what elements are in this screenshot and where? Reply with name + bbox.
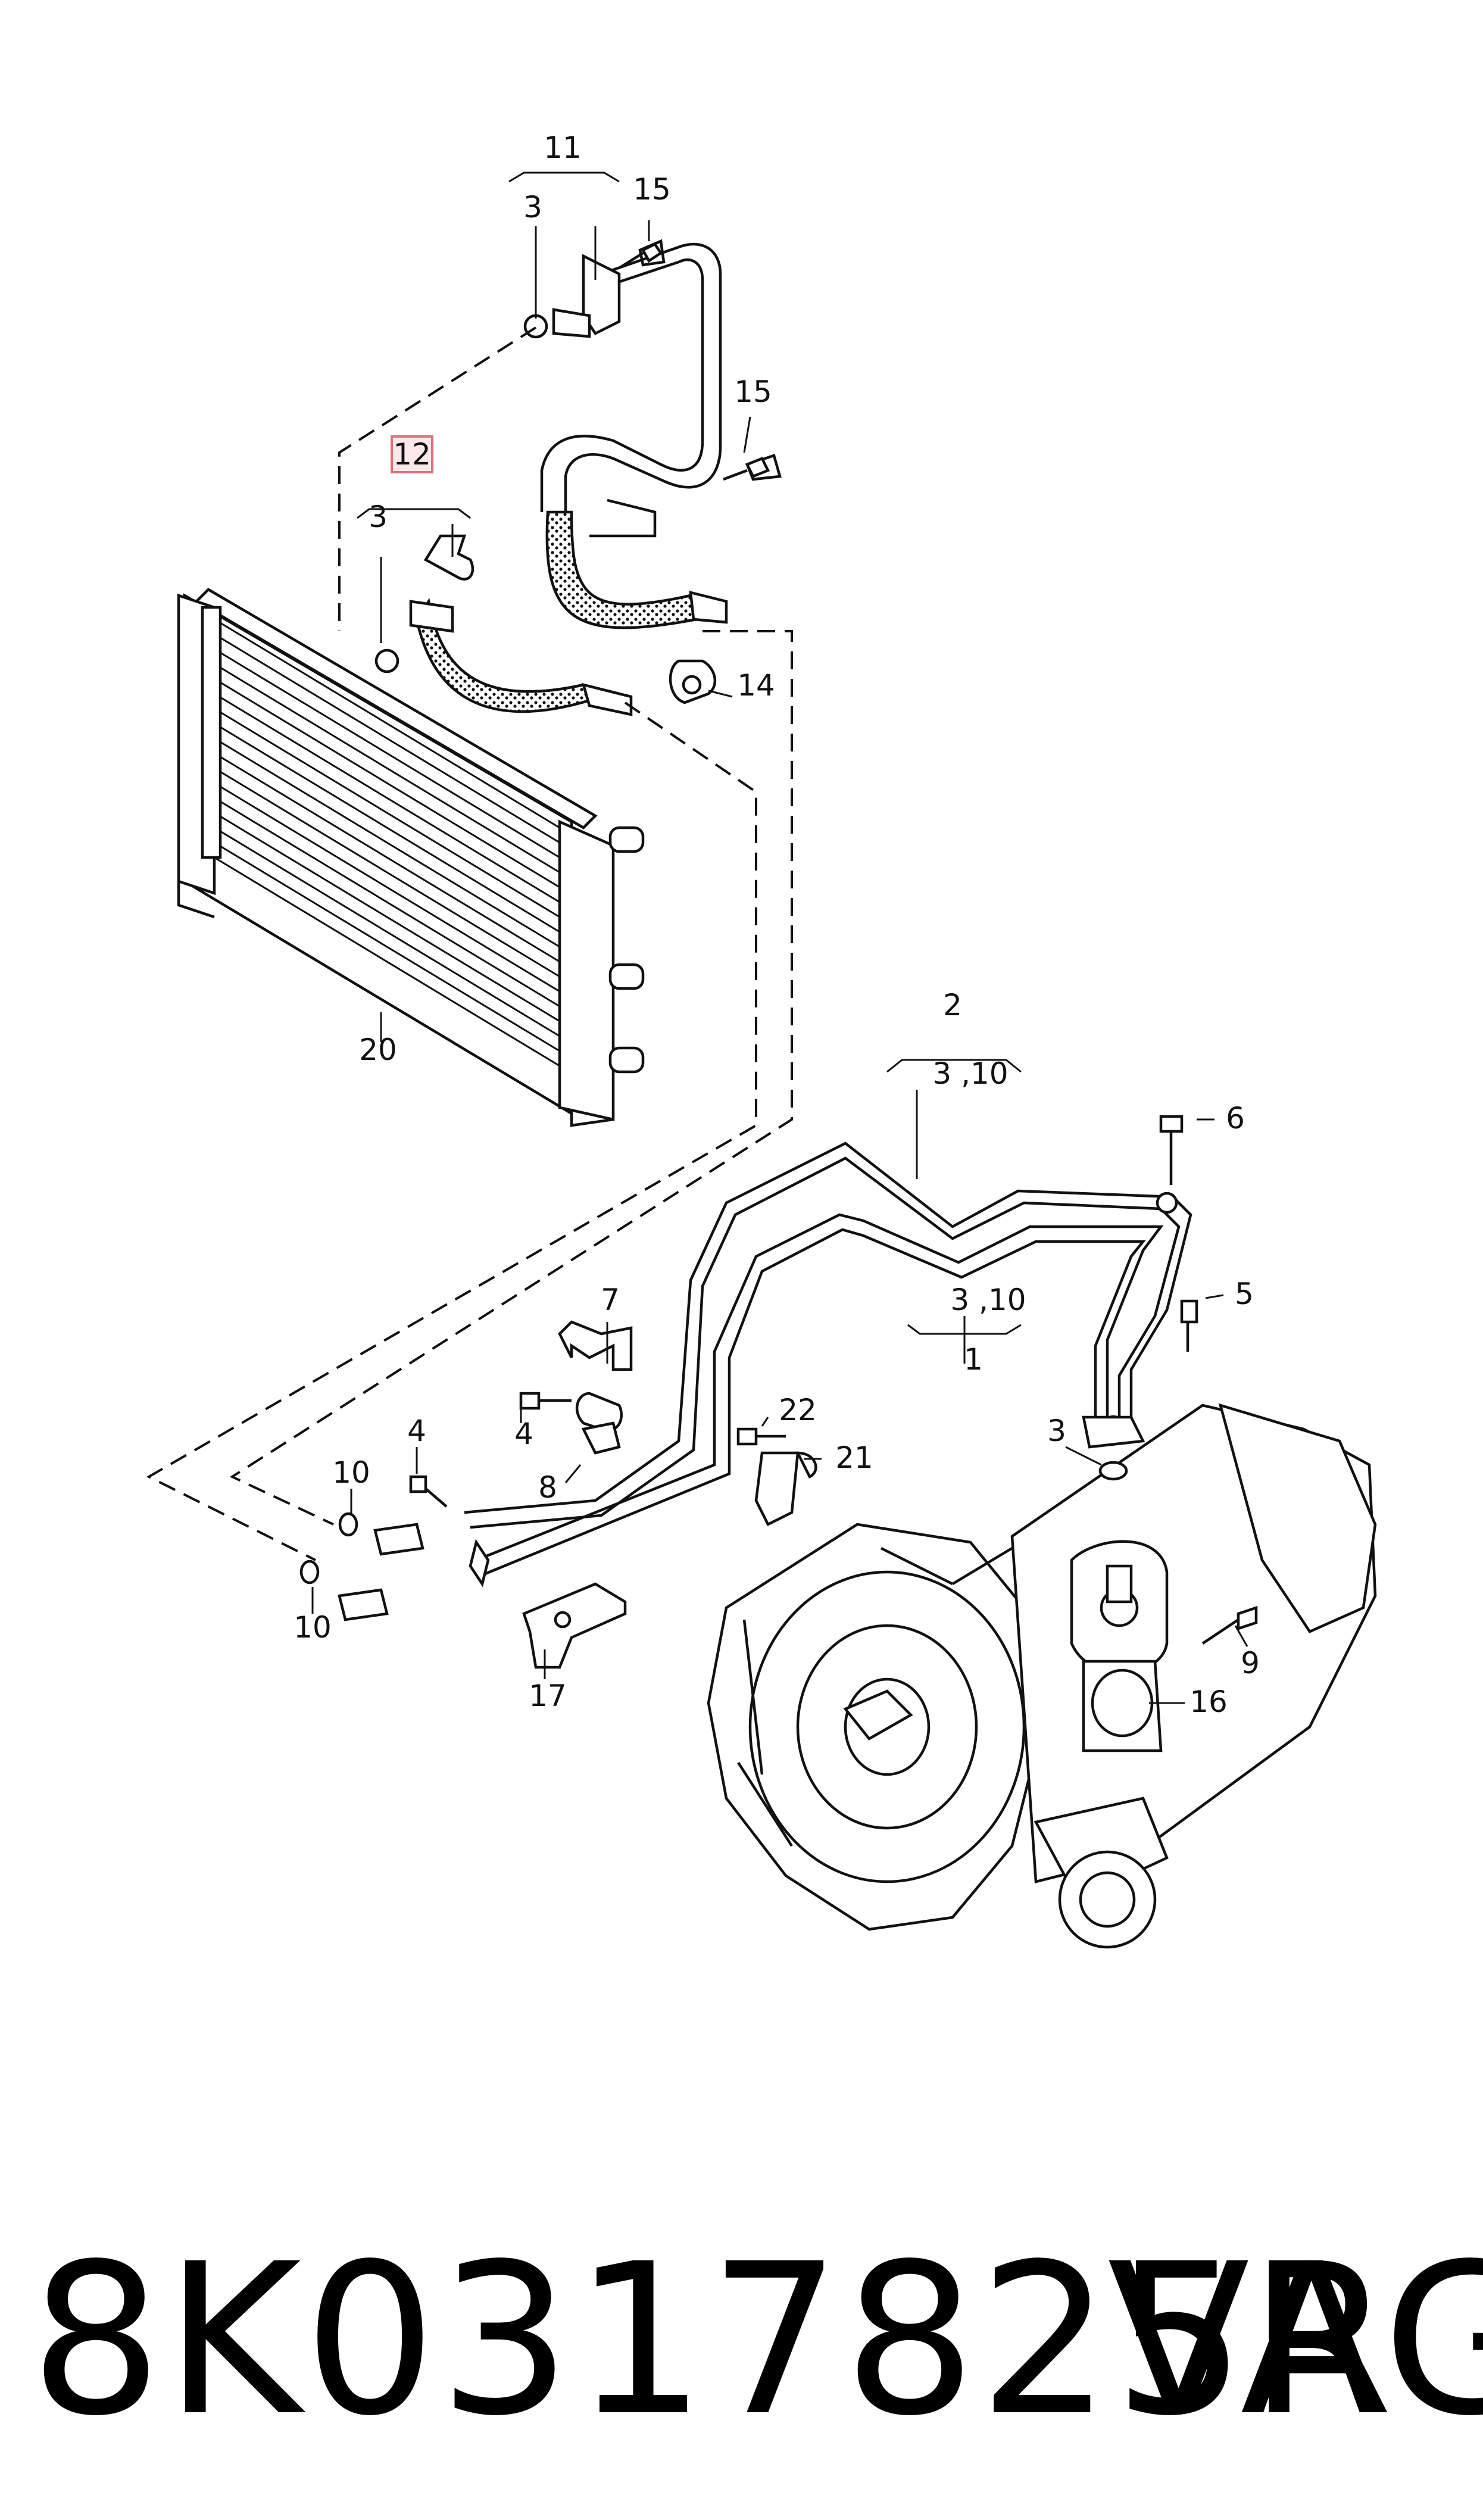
oil-cooler-radiator xyxy=(177,588,645,1127)
highlighted-callout-box xyxy=(391,435,433,473)
callout-22: 22 xyxy=(779,1393,817,1427)
callout-10: 10 xyxy=(332,1455,370,1490)
callout-2: 2 xyxy=(943,988,962,1022)
callout-12-highlighted: 12 xyxy=(393,437,431,472)
callout-20: 20 xyxy=(359,1033,397,1067)
callout-5: 5 xyxy=(1235,1277,1254,1311)
callout-16: 16 xyxy=(1189,1685,1228,1719)
oil-hose-assembly xyxy=(374,239,782,716)
callout-labels: 11 3 15 15 12 3 14 20 2 3 ,10 6 5 3 ,10 … xyxy=(294,130,1260,1719)
callout-8: 8 xyxy=(538,1470,557,1505)
callout-10: 10 xyxy=(294,1610,332,1645)
callout-14: 14 xyxy=(737,668,775,703)
callout-3-10: 3 ,10 xyxy=(932,1056,1008,1091)
transmission-oil-lines xyxy=(299,1142,1192,1621)
callout-21: 21 xyxy=(835,1440,873,1475)
callout-4: 4 xyxy=(514,1417,533,1451)
callout-3: 3 xyxy=(369,500,388,534)
callout-4: 4 xyxy=(407,1414,426,1448)
callout-15: 15 xyxy=(734,375,772,409)
callout-6: 6 xyxy=(1226,1101,1245,1136)
brand-label: VAG xyxy=(1107,2219,1483,2462)
transmission xyxy=(707,1403,1377,1949)
dashed-routing-lines xyxy=(146,326,793,1561)
callout-15: 15 xyxy=(633,172,671,207)
callout-11: 11 xyxy=(544,130,582,165)
callout-9: 9 xyxy=(1241,1646,1260,1680)
callout-3: 3 xyxy=(523,190,542,224)
callout-3: 3 xyxy=(1047,1414,1066,1448)
callout-17: 17 xyxy=(529,1679,567,1713)
callout-7: 7 xyxy=(601,1283,620,1317)
part-number-label: 8K0317825R xyxy=(30,2219,1396,2462)
callout-leaders xyxy=(311,171,1248,1704)
callout-1: 1 xyxy=(964,1342,983,1377)
clips-and-brackets xyxy=(522,1320,817,1669)
callout-3-10: 3 ,10 xyxy=(950,1283,1026,1317)
